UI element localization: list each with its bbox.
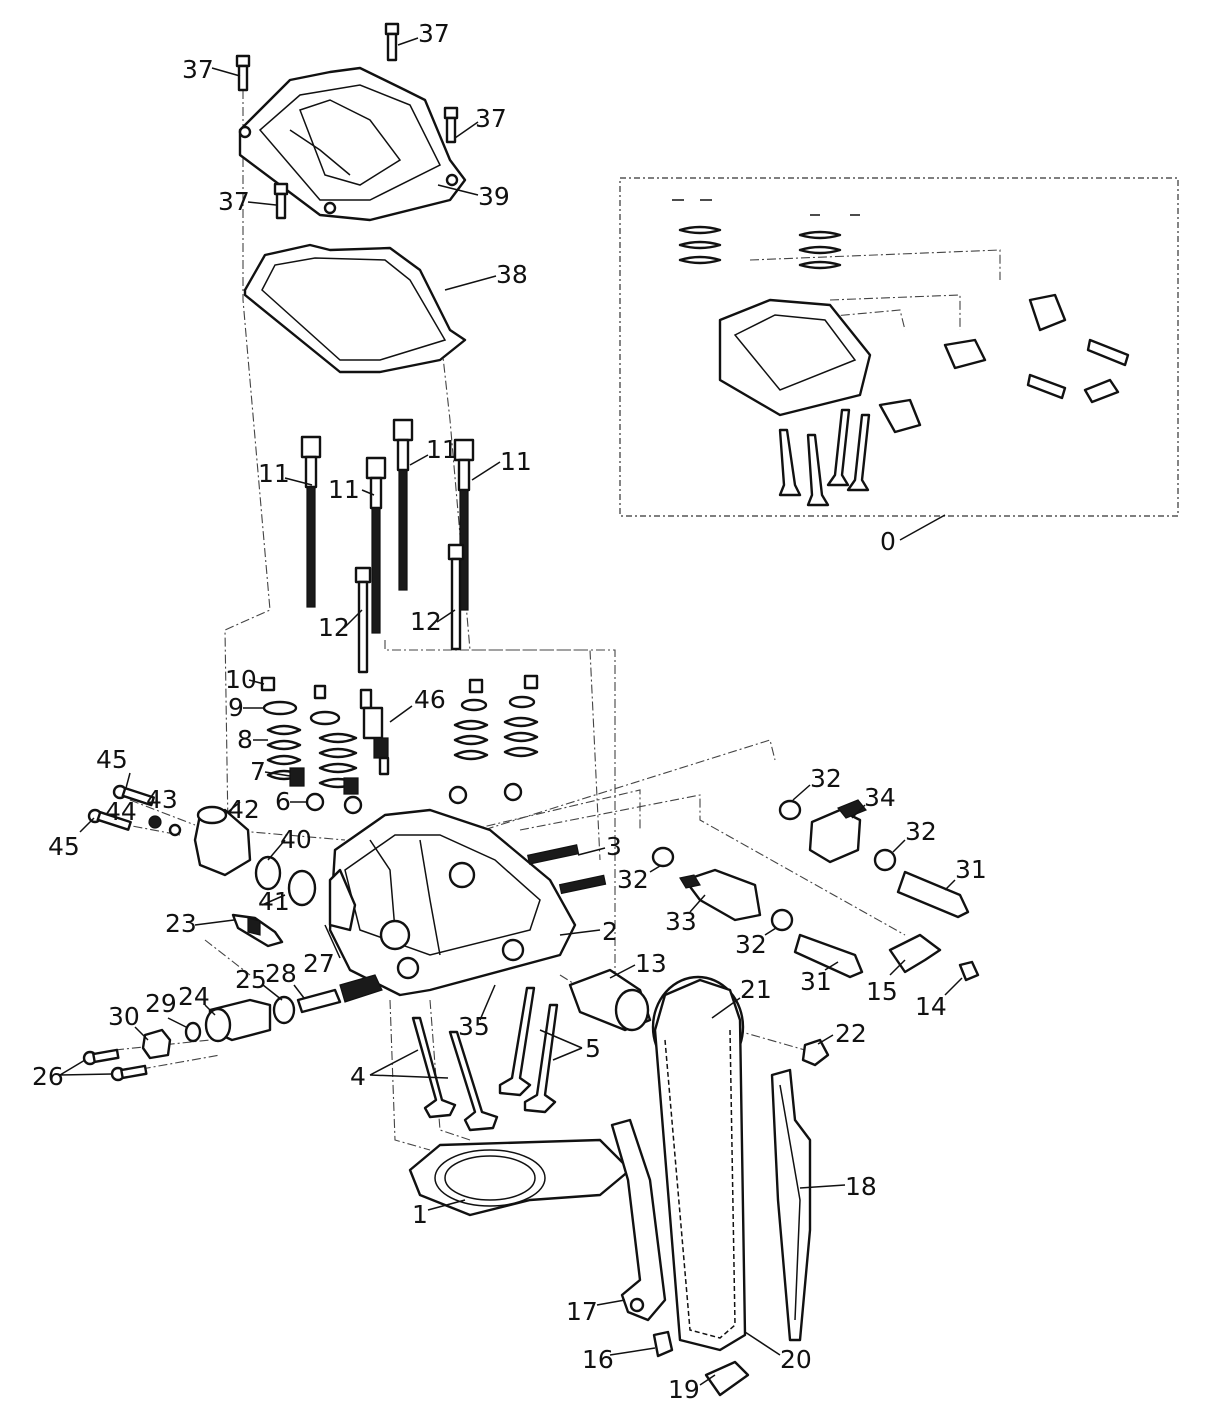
- label-40: 40: [280, 825, 312, 854]
- label-6: 6: [275, 787, 291, 816]
- o-rings-part: [254, 855, 317, 907]
- spark-plug-part: [359, 688, 390, 776]
- rocker-arms-part: [651, 799, 970, 979]
- label-31-right: 31: [955, 855, 987, 884]
- label-15: 15: [866, 977, 898, 1006]
- head-assembly-inset: [619, 177, 1179, 517]
- label-14: 14: [915, 992, 947, 1021]
- label-11-a: 11: [258, 459, 290, 488]
- label-10: 10: [225, 665, 257, 694]
- label-37-right: 37: [475, 104, 507, 133]
- label-45-top: 45: [96, 745, 128, 774]
- label-44: 44: [105, 797, 137, 826]
- label-32-left: 32: [617, 865, 649, 894]
- label-46: 46: [414, 685, 446, 714]
- cover-bolts-part: [235, 22, 459, 220]
- label-5: 5: [585, 1034, 601, 1063]
- retainer-plate-part: [888, 933, 980, 982]
- label-2: 2: [602, 917, 618, 946]
- label-31-mid: 31: [800, 967, 832, 996]
- label-16: 16: [582, 1345, 614, 1374]
- label-45-bottom: 45: [48, 832, 80, 861]
- cam-chain-tensioner-part: [82, 974, 383, 1082]
- label-39: 39: [478, 182, 510, 211]
- label-7: 7: [250, 757, 266, 786]
- label-37-top: 37: [418, 19, 450, 48]
- valve-springs-part: [260, 674, 539, 815]
- exhaust-studs-part: [527, 844, 607, 895]
- label-12-right: 12: [410, 607, 442, 636]
- label-25: 25: [235, 965, 267, 994]
- water-outlet-part: [193, 805, 252, 877]
- short-bolts-part: [354, 543, 465, 674]
- label-30: 30: [108, 1002, 140, 1031]
- cover-gasket-part: [243, 243, 467, 374]
- chain-tensioner-slipper-part: [610, 1118, 667, 1322]
- cylinder-head-part: [328, 808, 577, 997]
- label-11-c: 11: [426, 435, 458, 464]
- chain-guide-part: [770, 1068, 812, 1342]
- label-41: 41: [258, 887, 290, 916]
- label-4: 4: [350, 1062, 366, 1091]
- label-35: 35: [458, 1012, 490, 1041]
- pivot-bolt-part: [652, 1330, 674, 1358]
- label-37-lower: 37: [218, 187, 250, 216]
- label-21: 21: [740, 975, 772, 1004]
- label-43: 43: [146, 785, 178, 814]
- label-22: 22: [835, 1019, 867, 1048]
- label-3: 3: [606, 832, 622, 861]
- label-42: 42: [228, 795, 260, 824]
- label-28: 28: [265, 959, 297, 988]
- label-20: 20: [780, 1345, 812, 1374]
- label-1: 1: [412, 1200, 428, 1229]
- cam-chain-part: [653, 978, 747, 1352]
- leader-lines: [59, 37, 963, 1386]
- label-13: 13: [635, 949, 667, 978]
- left-bolts-part: [87, 784, 182, 837]
- label-8: 8: [237, 725, 253, 754]
- label-12-left: 12: [318, 613, 350, 642]
- callout-labels: 37 37 37 37 39 38 11 11 11 11 12 12 10 9…: [32, 19, 987, 1404]
- label-32-top: 32: [810, 764, 842, 793]
- label-27: 27: [303, 949, 335, 978]
- label-17: 17: [566, 1297, 598, 1326]
- label-38: 38: [496, 260, 528, 289]
- label-18: 18: [845, 1172, 877, 1201]
- label-29: 29: [145, 989, 177, 1018]
- label-37-left: 37: [182, 55, 214, 84]
- label-9: 9: [228, 693, 244, 722]
- label-24: 24: [178, 982, 210, 1011]
- temperature-sensor-part: [231, 913, 284, 948]
- label-33: 33: [665, 907, 697, 936]
- label-11-d: 11: [500, 447, 532, 476]
- camshaft-part: [568, 968, 652, 1032]
- sprocket-bolt-part: [801, 1038, 830, 1067]
- label-34: 34: [864, 783, 896, 812]
- label-23: 23: [165, 909, 197, 938]
- valve-cover-part: [238, 66, 467, 222]
- label-19: 19: [668, 1375, 700, 1404]
- head-gasket-part: [408, 1138, 632, 1217]
- label-26: 26: [32, 1062, 64, 1091]
- label-0: 0: [880, 527, 896, 556]
- label-32-right: 32: [905, 817, 937, 846]
- lower-guide-part: [704, 1360, 750, 1397]
- label-32-mid: 32: [735, 930, 767, 959]
- label-11-b: 11: [328, 475, 360, 504]
